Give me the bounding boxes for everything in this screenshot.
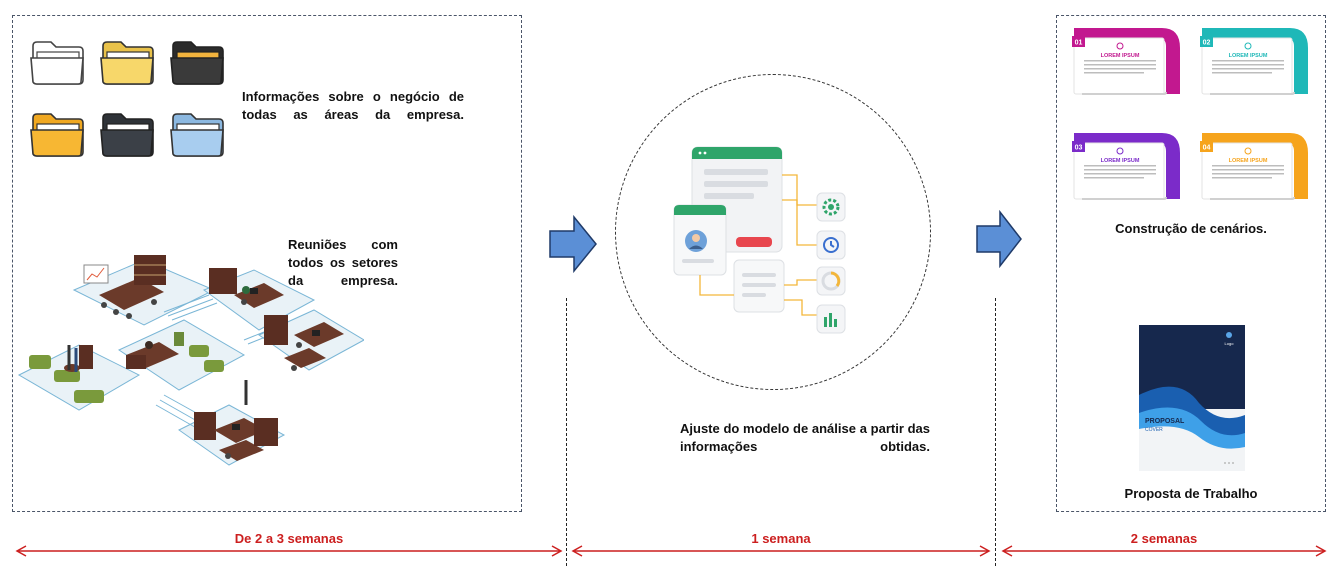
white-folder-icon (30, 41, 84, 85)
phase-separator (566, 298, 567, 566)
yellow-folder-icon (100, 41, 154, 85)
cover-logo: Logo (1225, 341, 1235, 346)
timeline-phase2: 1 semana (570, 531, 992, 562)
card-title: LOREM IPSUM (1229, 53, 1268, 59)
gear-icon (816, 192, 846, 222)
arrow-right-icon (549, 215, 597, 273)
orange-folder-icon (30, 113, 84, 157)
card-title: LOREM IPSUM (1101, 53, 1140, 59)
phase1-box (12, 15, 522, 512)
adjust-model-text: Ajuste do modelo de análise a partir das… (680, 421, 930, 454)
folder-icons-group (30, 41, 224, 157)
dark-folder-icon (100, 113, 154, 157)
timeline-phase1-label: De 2 a 3 semanas (234, 531, 344, 546)
card-title: LOREM IPSUM (1229, 158, 1268, 164)
timeline-phase3-label: 2 semanas (1130, 531, 1198, 546)
progress-ring-icon (816, 266, 846, 296)
info-text: Informações sobre o negócio de todas as … (242, 89, 464, 122)
proposal-text: Proposta de Trabalho (1124, 486, 1258, 501)
phase-separator (995, 298, 996, 566)
timeline-phase3: 2 semanas (1000, 531, 1328, 562)
arrow-right-icon (976, 210, 1022, 268)
meetings-text: Reuniões com todos os setores da empresa… (288, 237, 398, 288)
clock-icon (816, 230, 846, 260)
cover-title: PROPOSAL (1145, 418, 1185, 425)
card-number: 02 (1203, 40, 1211, 47)
bar-chart-icon (816, 304, 846, 334)
card-number: 04 (1203, 145, 1211, 152)
card-number: 03 (1075, 145, 1083, 152)
phase2-circle (615, 74, 931, 390)
light-blue-folder-icon (170, 113, 224, 157)
card-number: 01 (1075, 40, 1083, 47)
timeline-phase1: De 2 a 3 semanas (14, 531, 564, 562)
scenarios-text: Construção de cenários. (1115, 221, 1267, 236)
timeline-phase2-label: 1 semana (751, 531, 811, 546)
office-illustration (17, 255, 364, 466)
cover-subtitle: COVER (1145, 427, 1163, 433)
black-folder-icon (170, 41, 224, 85)
proposal-cover-image: Logo PROPOSAL COVER (1139, 325, 1245, 471)
analytics-dashboard-illustration (673, 146, 846, 334)
card-title: LOREM IPSUM (1101, 158, 1140, 164)
phase3-box (1056, 15, 1326, 512)
